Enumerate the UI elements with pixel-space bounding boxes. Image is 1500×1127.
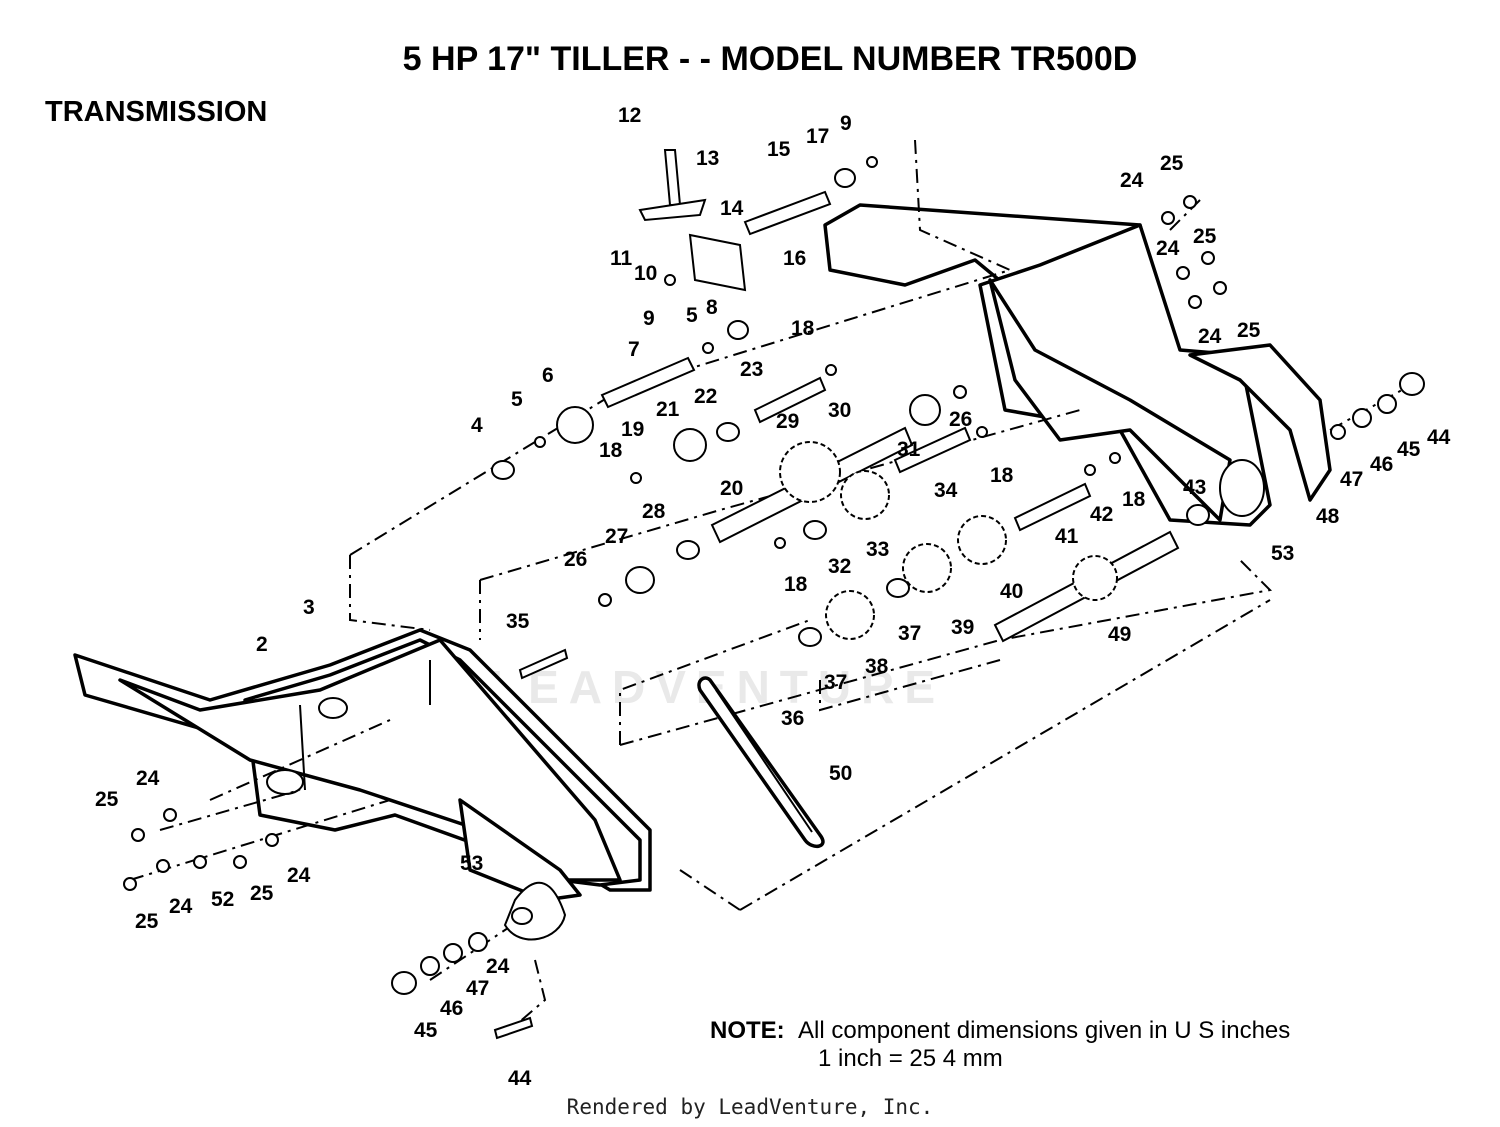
section-heading: TRANSMISSION	[45, 96, 268, 128]
callout: 25	[95, 788, 119, 811]
note-line2: 1 inch = 25 4 mm	[818, 1045, 1003, 1072]
dimension-note: NOTE: All component dimensions given in …	[710, 1017, 1290, 1073]
callout: 26	[564, 548, 587, 571]
callout: 41	[1055, 525, 1079, 548]
gears-bushings	[391, 168, 1425, 995]
callout: 24	[287, 864, 311, 887]
callout: 9	[643, 307, 655, 330]
callout: 44	[1427, 426, 1451, 449]
callout: 46	[1370, 453, 1393, 476]
assembly-lines	[129, 139, 1421, 1031]
callout: 18	[1122, 488, 1146, 511]
callout: 52	[211, 888, 234, 911]
part-callouts: 12 13 15 17 9 25 24 14 11 10 16 24 25 9 …	[95, 104, 1451, 1090]
callout: 25	[1160, 152, 1184, 175]
callout: 49	[1108, 623, 1131, 646]
callout: 25	[135, 910, 159, 933]
callout: 39	[951, 616, 974, 639]
callout: 16	[783, 247, 806, 270]
callout: 42	[1090, 503, 1113, 526]
callout: 29	[776, 410, 799, 433]
fasteners	[123, 156, 1397, 1040]
callout: 3	[303, 596, 315, 619]
callout: 25	[1237, 319, 1261, 342]
callout: 24	[486, 955, 510, 978]
credit-footer: Rendered by LeadVenture, Inc.	[566, 1095, 934, 1119]
right-housing	[823, 203, 1332, 527]
callout: 37	[824, 671, 847, 694]
callout: 24	[169, 895, 193, 918]
callout: 8	[706, 296, 718, 319]
callout: 9	[840, 112, 852, 135]
callout: 20	[720, 477, 743, 500]
note-line1: All component dimensions given in U S in…	[798, 1017, 1291, 1044]
callout: 43	[1183, 476, 1206, 499]
callout: 24	[1120, 169, 1144, 192]
callout: 11	[610, 247, 633, 270]
callout: 45	[1397, 438, 1421, 461]
callout: 37	[898, 622, 921, 645]
note-label: NOTE:	[710, 1017, 785, 1044]
callout: 24	[1198, 325, 1222, 348]
callout: 53	[460, 852, 483, 875]
callout: 50	[829, 762, 852, 785]
callout: 30	[828, 399, 851, 422]
callout: 5	[686, 304, 698, 327]
callout: 26	[949, 408, 972, 431]
callout: 47	[1340, 468, 1363, 491]
callout: 24	[1156, 237, 1180, 260]
callout: 14	[720, 197, 744, 220]
callout: 2	[256, 633, 268, 656]
callout: 18	[791, 317, 815, 340]
callout: 38	[865, 655, 889, 678]
callout: 32	[828, 555, 851, 578]
callout: 21	[656, 398, 680, 421]
callout: 5	[511, 388, 523, 411]
callout: 48	[1316, 505, 1340, 528]
callout: 25	[1193, 225, 1217, 248]
callout: 45	[414, 1019, 438, 1042]
callout: 31	[897, 438, 921, 461]
callout: 35	[506, 610, 530, 633]
callout: 53	[1271, 542, 1294, 565]
callout: 17	[806, 125, 829, 148]
callout: 24	[136, 767, 160, 790]
callout: 34	[934, 479, 958, 502]
callout: 22	[694, 385, 717, 408]
diagram-title: 5 HP 17" TILLER - - MODEL NUMBER TR500D	[402, 40, 1138, 78]
callout: 19	[621, 418, 644, 441]
callout: 36	[781, 707, 804, 730]
callout: 18	[990, 464, 1014, 487]
callout: 18	[599, 439, 623, 462]
callout: 18	[784, 573, 808, 596]
callout: 46	[440, 997, 463, 1020]
callout: 23	[740, 358, 763, 381]
callout: 33	[866, 538, 889, 561]
callout: 7	[628, 338, 640, 361]
callout: 40	[1000, 580, 1023, 603]
callout: 10	[634, 262, 657, 285]
callout: 27	[605, 525, 628, 548]
callout: 12	[618, 104, 641, 127]
callout: 28	[642, 500, 666, 523]
drive-belt	[697, 676, 825, 848]
callout: 15	[767, 138, 791, 161]
callout: 13	[696, 147, 719, 170]
callout: 47	[466, 977, 489, 1000]
callout: 6	[542, 364, 554, 387]
callout: 25	[250, 882, 274, 905]
left-housing	[73, 628, 652, 902]
callout: 4	[471, 414, 483, 437]
callout: 44	[508, 1067, 532, 1090]
